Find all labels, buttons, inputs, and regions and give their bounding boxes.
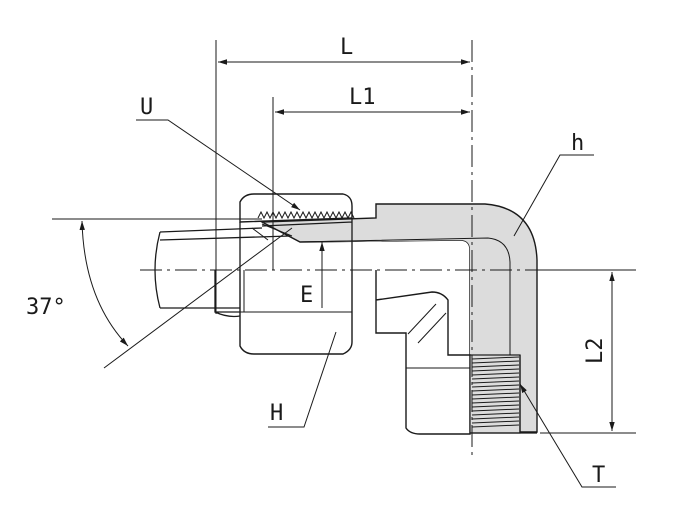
label-L1: L1: [349, 85, 376, 110]
thread-lines: [471, 356, 520, 428]
label-angle: 37°: [26, 295, 66, 320]
label-L: L: [340, 35, 353, 60]
elbow-bore: [330, 238, 510, 355]
label-E: E: [300, 283, 313, 308]
label-T: T: [592, 463, 605, 488]
leader-H: [268, 331, 337, 428]
port-housing: [375, 270, 471, 435]
leader-h: [513, 154, 594, 237]
label-U: U: [140, 95, 153, 120]
bore-line: [299, 237, 511, 355]
tube-top-inner: [159, 235, 291, 241]
label-h: h: [571, 131, 584, 156]
leader-T: [519, 383, 616, 488]
angle-cone-line: [103, 227, 293, 369]
nut-flat: [240, 270, 353, 313]
nut-sides: [239, 218, 353, 270]
nut-threads: [257, 210, 355, 220]
sleeve: [251, 223, 293, 241]
tube-top-outer: [159, 227, 263, 233]
inner-channel: [406, 303, 470, 369]
thread-end: [470, 355, 537, 434]
leader-U: [136, 119, 301, 211]
angle-arc: [79, 220, 129, 347]
label-L2: L2: [583, 338, 608, 365]
nut-upper: [239, 193, 353, 223]
tube-stub: [214, 270, 241, 318]
label-H: H: [270, 401, 283, 426]
